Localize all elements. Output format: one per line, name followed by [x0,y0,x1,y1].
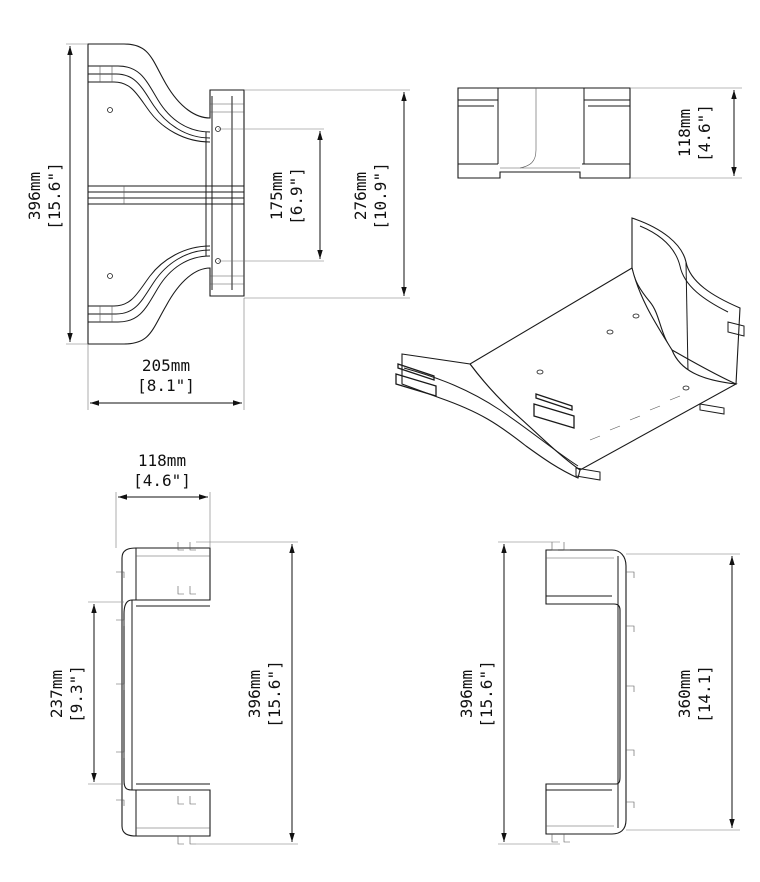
dim-label-bottom-left-overall-in: [15.6"] [265,660,284,727]
end-view: 118mm [4.6"] [457,87,742,179]
dim-label-bottom-right-overall-in: [15.6"] [477,660,496,727]
bottom-right-view [545,542,635,843]
dim-label-bottom-right-overall: 396mm [457,670,476,718]
dim-label-width: 205mm [142,356,190,375]
dim-label-outlet-span: 276mm [351,172,370,220]
dim-label-inner-span: 237mm [47,670,66,718]
dim-label-overall-height: 396mm [25,172,44,220]
dim-label-bottom-right-inner-in: [14.1] [695,665,714,723]
dim-label-outlet-spacing: 175mm [267,172,286,220]
dim-label-bottom-depth-in: [4.6"] [133,471,191,490]
dim-label-outlet-span-in: [10.9"] [371,162,390,229]
bottom-right-dimensions: 396mm [15.6"] 360mm [14.1] [457,541,740,845]
dim-label-bottom-left-overall: 396mm [245,670,264,718]
top-view [87,43,245,345]
bottom-left-view [116,542,211,845]
bottom-left-dimensions: 118mm [4.6"] 237mm [9.3"] 396mm [15.6"] [47,451,298,845]
top-view-dimensions: 396mm [15.6"] 175mm [6.9"] 276mm [10.9"]… [25,43,410,410]
dim-label-inner-span-in: [9.3"] [67,665,86,723]
isometric-view [395,217,745,481]
dim-label-end-depth: 118mm [675,109,694,157]
dim-label-end-depth-in: [4.6"] [695,104,714,162]
dim-label-overall-height-in: [15.6"] [45,162,64,229]
dim-label-outlet-spacing-in: [6.9"] [287,167,306,225]
dim-label-bottom-right-inner: 360mm [675,670,694,718]
dim-label-bottom-depth: 118mm [138,451,186,470]
dim-label-width-in: [8.1"] [137,376,195,395]
